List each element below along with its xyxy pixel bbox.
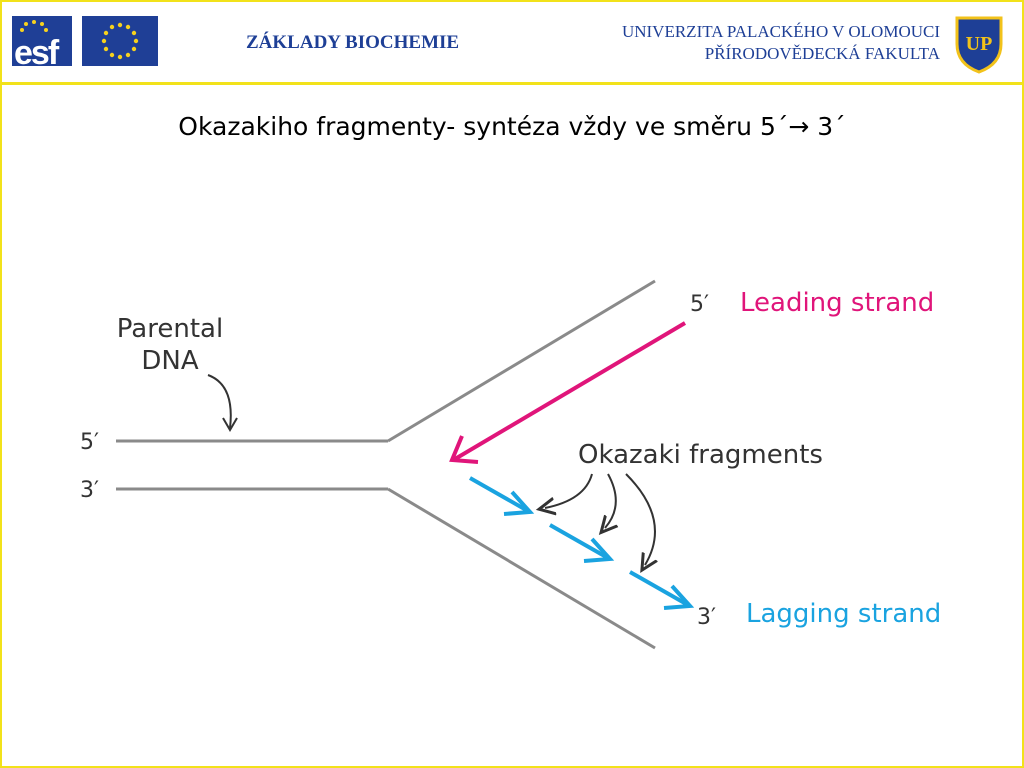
header-divider xyxy=(0,82,1024,85)
slide-title: Okazakiho fragmenty- syntéza vždy ve smě… xyxy=(178,112,846,141)
course-title: ZÁKLADY BIOCHEMIE xyxy=(246,32,460,53)
okazaki-fragment-3 xyxy=(629,570,695,610)
fork-upper-arm xyxy=(387,279,656,443)
parental-pointer-arrow xyxy=(207,374,232,429)
leading-end-label: 5′ xyxy=(690,292,709,317)
leading-strand-arrowhead xyxy=(449,435,479,464)
left-top-end-label: 5′ xyxy=(80,430,99,455)
university-crest-icon: UP xyxy=(955,16,1003,74)
esf-stars-icon xyxy=(20,20,48,32)
parental-label-line1: Parental xyxy=(117,314,223,344)
okazaki-fragment-1 xyxy=(469,476,535,516)
left-bottom-end-label: 3′ xyxy=(80,478,99,503)
parental-label-line2: DNA xyxy=(141,346,198,376)
university-name: UNIVERZITA PALACKÉHO V OLOMOUCI xyxy=(621,22,940,41)
okazaki-pointer-3 xyxy=(625,473,655,565)
fork-lower-arm xyxy=(387,487,656,650)
esf-logo xyxy=(12,16,72,66)
okazaki-pointer-2 xyxy=(605,473,616,528)
leading-strand-arrow xyxy=(453,321,687,461)
lagging-end-label: 3′ xyxy=(697,605,716,630)
leading-strand-label: Leading strand xyxy=(740,288,934,318)
faculty-name: PŘÍRODOVĚDECKÁ FAKULTA xyxy=(704,44,940,63)
eu-flag-icon xyxy=(82,16,158,66)
parental-pointer-arrowhead xyxy=(222,417,238,432)
lagging-strand-label: Lagging strand xyxy=(746,599,941,629)
esf-logo-text: esf xyxy=(14,34,59,72)
okazaki-fragment-2 xyxy=(549,523,615,563)
svg-text:UP: UP xyxy=(966,33,993,55)
slide-header: esf ZÁKLADY BIOCHEMI xyxy=(2,2,1022,82)
okazaki-pointer-1 xyxy=(545,473,593,508)
okazaki-fragments-label: Okazaki fragments xyxy=(578,440,823,470)
